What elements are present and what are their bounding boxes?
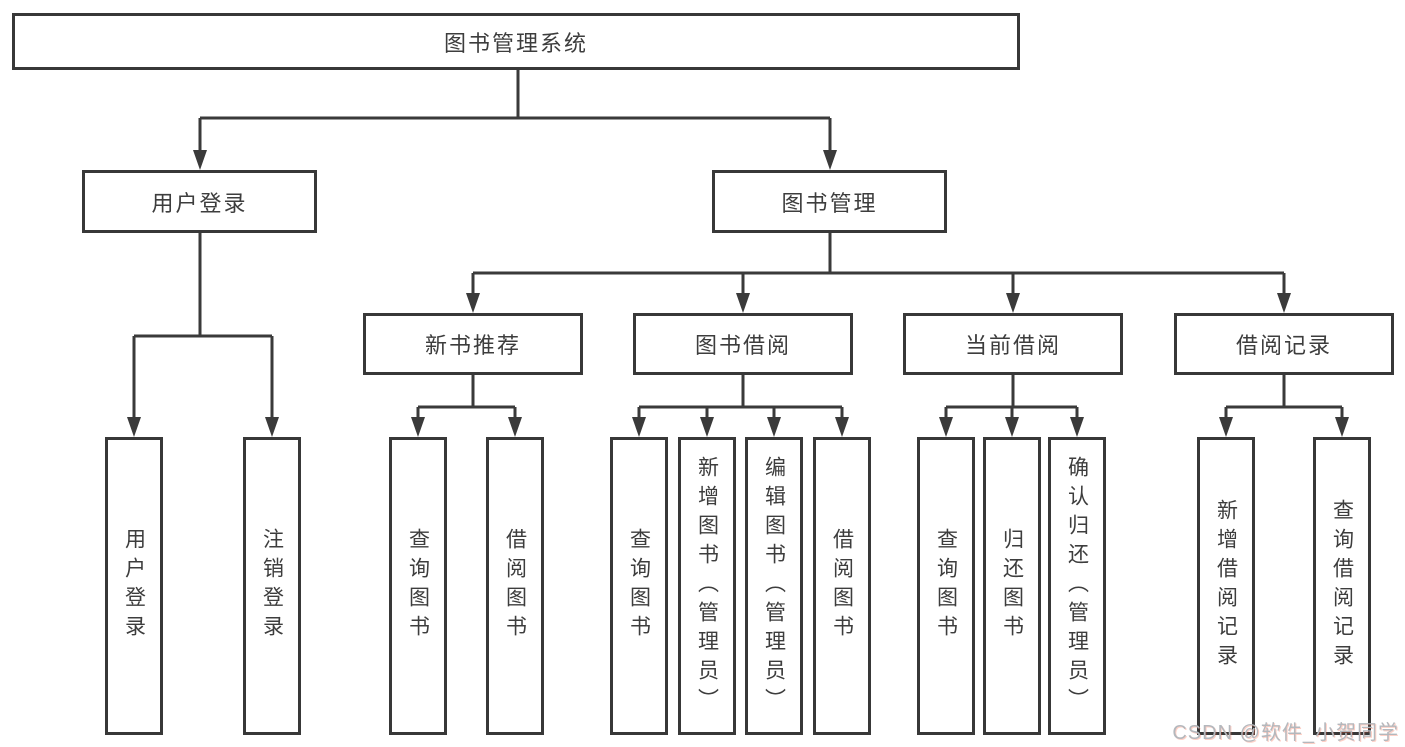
node-label: 当前借阅	[964, 333, 1061, 358]
node-book-management: 图书管理	[712, 170, 947, 233]
node-borrow-record: 借阅记录	[1174, 313, 1394, 375]
node-label: 确认归还（管理员）	[1065, 455, 1089, 717]
node-label: 借阅图书	[830, 528, 854, 644]
leaf-return-books: 归还图书	[983, 437, 1041, 735]
node-label: 图书借阅	[694, 333, 791, 358]
node-label: 归还图书	[1000, 528, 1024, 644]
node-label: 借阅图书	[503, 528, 527, 644]
edge-book-management-to-level3	[473, 233, 1284, 275]
leaf-borrow-books: 借阅图书	[813, 437, 871, 735]
node-label: 注销登录	[260, 528, 284, 644]
edge-new-book-recommend-to-children	[418, 375, 515, 409]
edge-borrow-record-to-children	[1226, 375, 1342, 409]
node-current-borrow: 当前借阅	[903, 313, 1123, 375]
arrow-down	[265, 336, 279, 437]
arrow-down	[1070, 407, 1084, 437]
edge-current-borrow-to-children	[946, 375, 1077, 409]
node-label: 新增借阅记录	[1214, 499, 1238, 673]
arrow-down	[466, 273, 480, 313]
arrow-down	[1277, 273, 1291, 313]
leaf-borrow-books-recommend: 借阅图书	[486, 437, 544, 735]
leaf-logout: 注销登录	[243, 437, 301, 735]
leaf-add-books-admin: 新增图书（管理员）	[678, 437, 736, 735]
node-label: 用户登录	[122, 528, 146, 644]
node-label: 新增图书（管理员）	[695, 455, 719, 717]
node-label: 查询借阅记录	[1330, 499, 1354, 673]
arrow-down	[700, 407, 714, 437]
leaf-add-borrow-record: 新增借阅记录	[1197, 437, 1255, 735]
node-label: 图书管理系统	[443, 30, 588, 56]
csdn-watermark: CSDN @软件_小贺同学	[1172, 722, 1399, 744]
arrow-down	[411, 407, 425, 437]
arrow-down	[767, 407, 781, 437]
leaf-user-login: 用户登录	[105, 437, 163, 735]
node-label: 借阅记录	[1235, 333, 1332, 358]
node-user-login: 用户登录	[82, 170, 317, 233]
leaf-query-books-recommend: 查询图书	[389, 437, 447, 735]
node-label: 查询图书	[934, 528, 958, 644]
leaf-query-books-borrow: 查询图书	[610, 437, 668, 735]
arrow-down	[835, 407, 849, 437]
arrow-down	[632, 407, 646, 437]
arrow-down	[1006, 273, 1020, 313]
arrow-down	[736, 273, 750, 313]
node-book-borrow: 图书借阅	[633, 313, 853, 375]
leaf-confirm-return-admin: 确认归还（管理员）	[1048, 437, 1106, 735]
arrow-down	[823, 118, 837, 170]
node-label: 查询图书	[627, 528, 651, 644]
node-label: 编辑图书（管理员）	[762, 455, 786, 717]
node-label: 图书管理	[781, 190, 878, 216]
node-new-book-recommend: 新书推荐	[363, 313, 583, 375]
edge-root-to-level2	[200, 70, 830, 120]
leaf-edit-books-admin: 编辑图书（管理员）	[745, 437, 803, 735]
node-label: 查询图书	[406, 528, 430, 644]
arrow-down	[1005, 407, 1019, 437]
leaf-query-borrow-record: 查询借阅记录	[1313, 437, 1371, 735]
arrow-down	[193, 118, 207, 170]
arrow-down	[508, 407, 522, 437]
node-library-management-system: 图书管理系统	[12, 13, 1020, 70]
node-label: 用户登录	[151, 190, 248, 216]
arrow-down	[939, 407, 953, 437]
leaf-query-books-current: 查询图书	[917, 437, 975, 735]
arrow-down	[1335, 407, 1349, 437]
edge-book-borrow-to-children	[639, 375, 842, 409]
arrow-down	[127, 336, 141, 437]
node-label: 新书推荐	[424, 333, 521, 358]
arrow-down	[1219, 407, 1233, 437]
edge-user-login-to-children	[134, 233, 272, 338]
